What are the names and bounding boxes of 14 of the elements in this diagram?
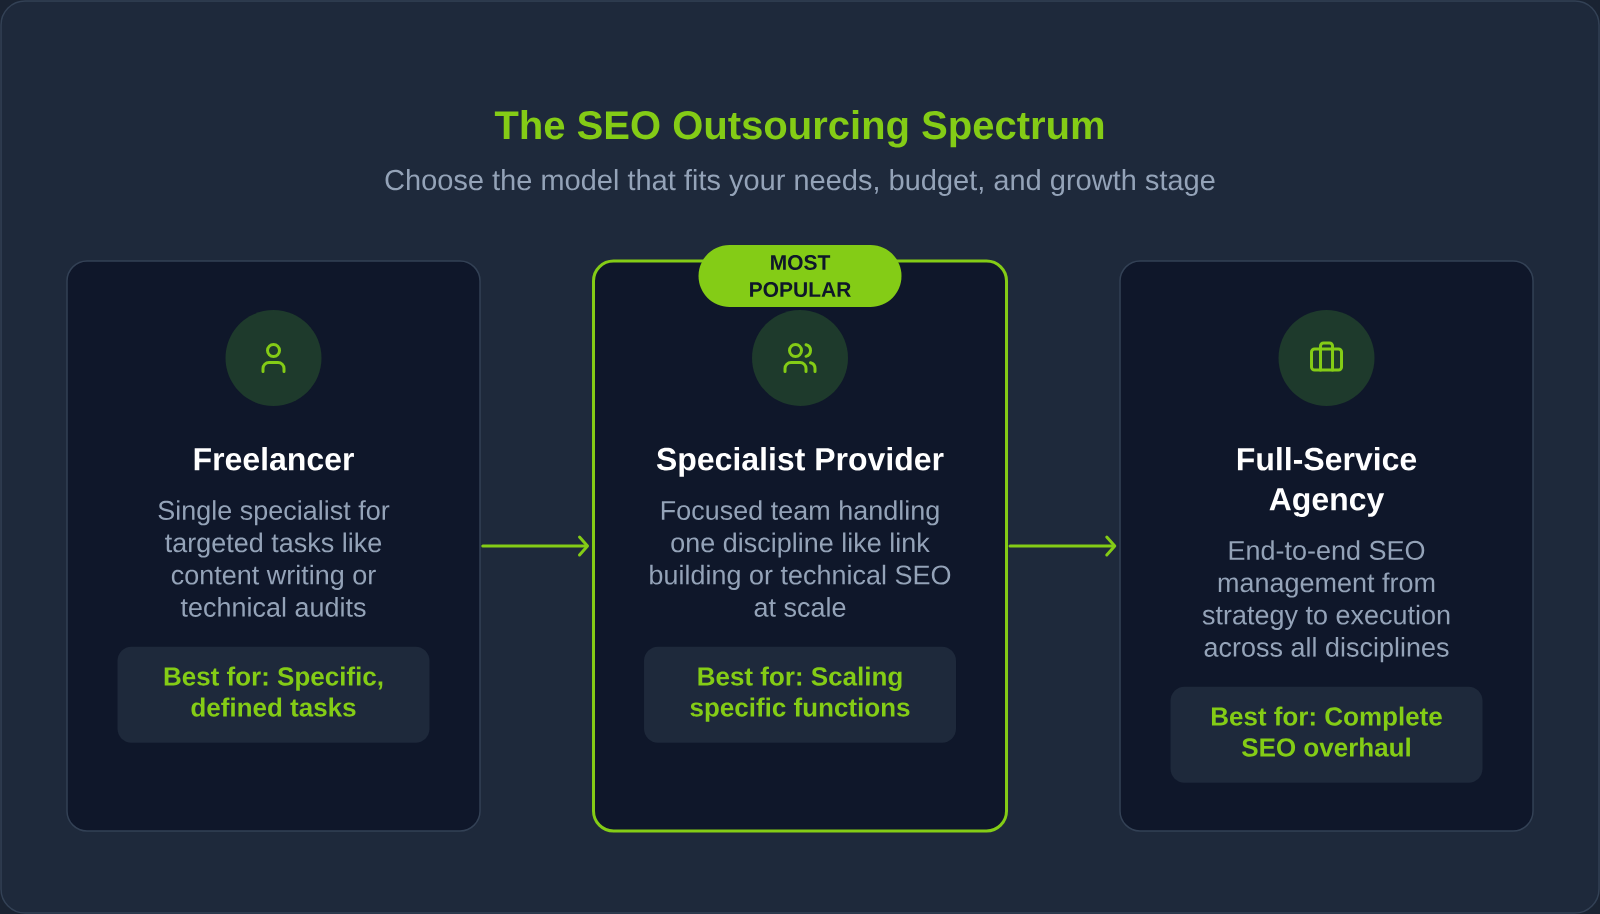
card-title: Specialist Provider [656,447,944,477]
badge: MOST POPULAR [698,245,902,307]
arrow [481,535,589,557]
card-description: End-to-end SEO management from strategy to execution across all disciplines [1202,540,1450,663]
best-for-box: Best for: Specific, defined tasks [117,646,430,743]
subtitle: Choose the model that fits your needs, budget, and growth stage [385,169,1215,197]
card-description: Single specialist for targeted tasks like content writing or technical audits [158,500,390,617]
best-for-box: Best for: Complete SEO overhaul [1170,686,1483,783]
card-title: Freelancer [194,447,354,471]
card-title: Full-Service Agency [1237,447,1417,517]
best-for-box: Best for: Scaling specific functions [644,646,956,743]
card-description: Focused team handling one discipline like link building or technical SEO at scale [650,500,951,617]
title: The SEO Outsourcing Spectrum [494,110,1104,148]
arrow [1008,535,1117,557]
